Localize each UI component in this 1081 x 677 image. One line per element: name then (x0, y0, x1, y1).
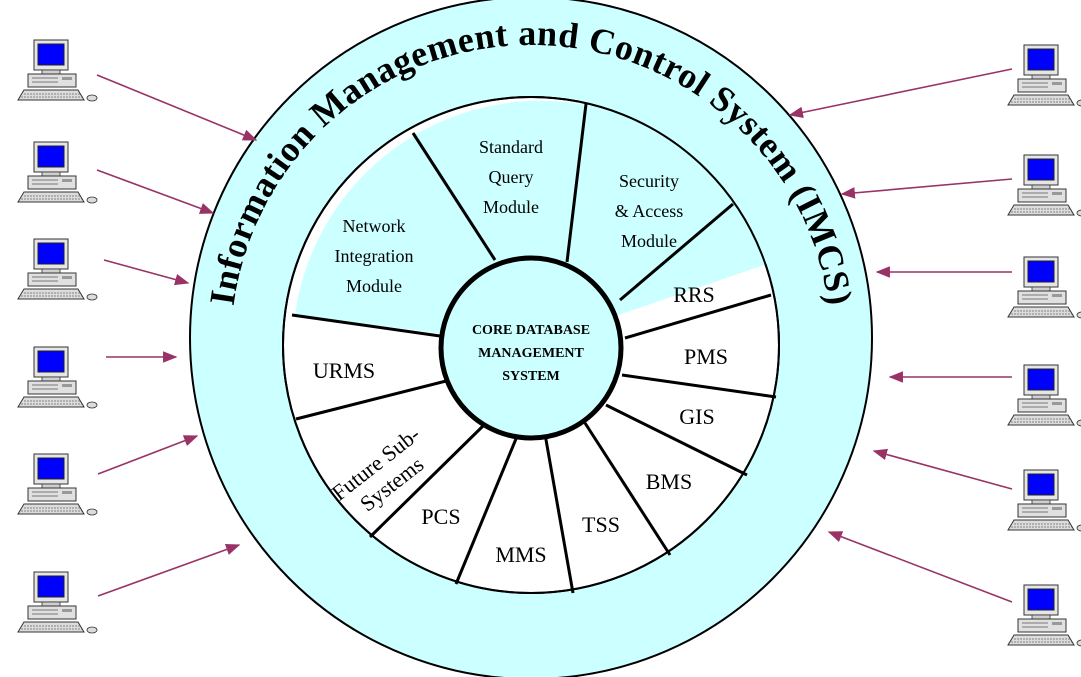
standard-query-line1: Standard (479, 137, 543, 157)
standard-query-line2: Query (489, 167, 534, 187)
subsystem-bms: BMS (646, 469, 692, 494)
arrow-left-2 (96, 169, 215, 214)
subsystem-gis: GIS (679, 404, 714, 429)
sector-dividers (291, 103, 777, 594)
desktop-computer-icon (1007, 154, 1081, 217)
subsystem-pms: PMS (684, 344, 728, 369)
core-circle (438, 255, 624, 441)
desktop-computer-icon (1007, 584, 1081, 647)
arrow-right-5 (872, 448, 1013, 490)
desktop-computer-icon (1007, 44, 1081, 107)
security-access-line1: Security (619, 171, 679, 191)
network-integration-line3: Module (346, 276, 402, 296)
subsystem-tss: TSS (582, 512, 620, 537)
core-label-line2: MANAGEMENT (478, 346, 584, 361)
desktop-computer-icon (17, 346, 98, 409)
standard-query-module: Standard Query Module (479, 137, 543, 217)
core-label-line1: CORE DATABASE (472, 323, 590, 338)
arrow-left-6 (97, 543, 241, 597)
terminals-right (1007, 44, 1081, 647)
terminals-left (17, 39, 98, 634)
desktop-computer-icon (17, 238, 98, 301)
subsystem-urms: URMS (313, 358, 375, 383)
arrow-right-6 (827, 531, 1013, 603)
arrow-left-1 (96, 74, 258, 141)
subsystem-rrs: RRS (673, 282, 715, 307)
desktop-computer-icon (1007, 364, 1081, 427)
arrow-right-2 (840, 178, 1013, 199)
network-integration-module: Network Integration Module (335, 216, 414, 296)
security-access-line3: Module (621, 231, 677, 251)
network-integration-line1: Network (343, 216, 406, 236)
desktop-computer-icon (1007, 469, 1081, 532)
security-access-module: Security & Access Module (615, 171, 683, 251)
arrow-left-3 (103, 259, 190, 286)
top-modules-sector (295, 100, 773, 345)
desktop-computer-icon (17, 571, 98, 634)
subsystem-mms: MMS (495, 542, 546, 567)
standard-query-line3: Module (483, 197, 539, 217)
desktop-computer-icon (17, 141, 98, 204)
security-access-line2: & Access (615, 201, 683, 221)
connection-arrows (96, 68, 1013, 603)
arrow-right-1 (788, 68, 1013, 119)
desktop-computer-icon (17, 39, 98, 102)
network-integration-line2: Integration (335, 246, 414, 266)
arrow-left-5 (97, 435, 199, 475)
core-label-line3: SYSTEM (502, 369, 560, 384)
desktop-computer-icon (1007, 256, 1081, 319)
desktop-computer-icon (17, 453, 98, 516)
subsystem-pcs: PCS (421, 504, 460, 529)
